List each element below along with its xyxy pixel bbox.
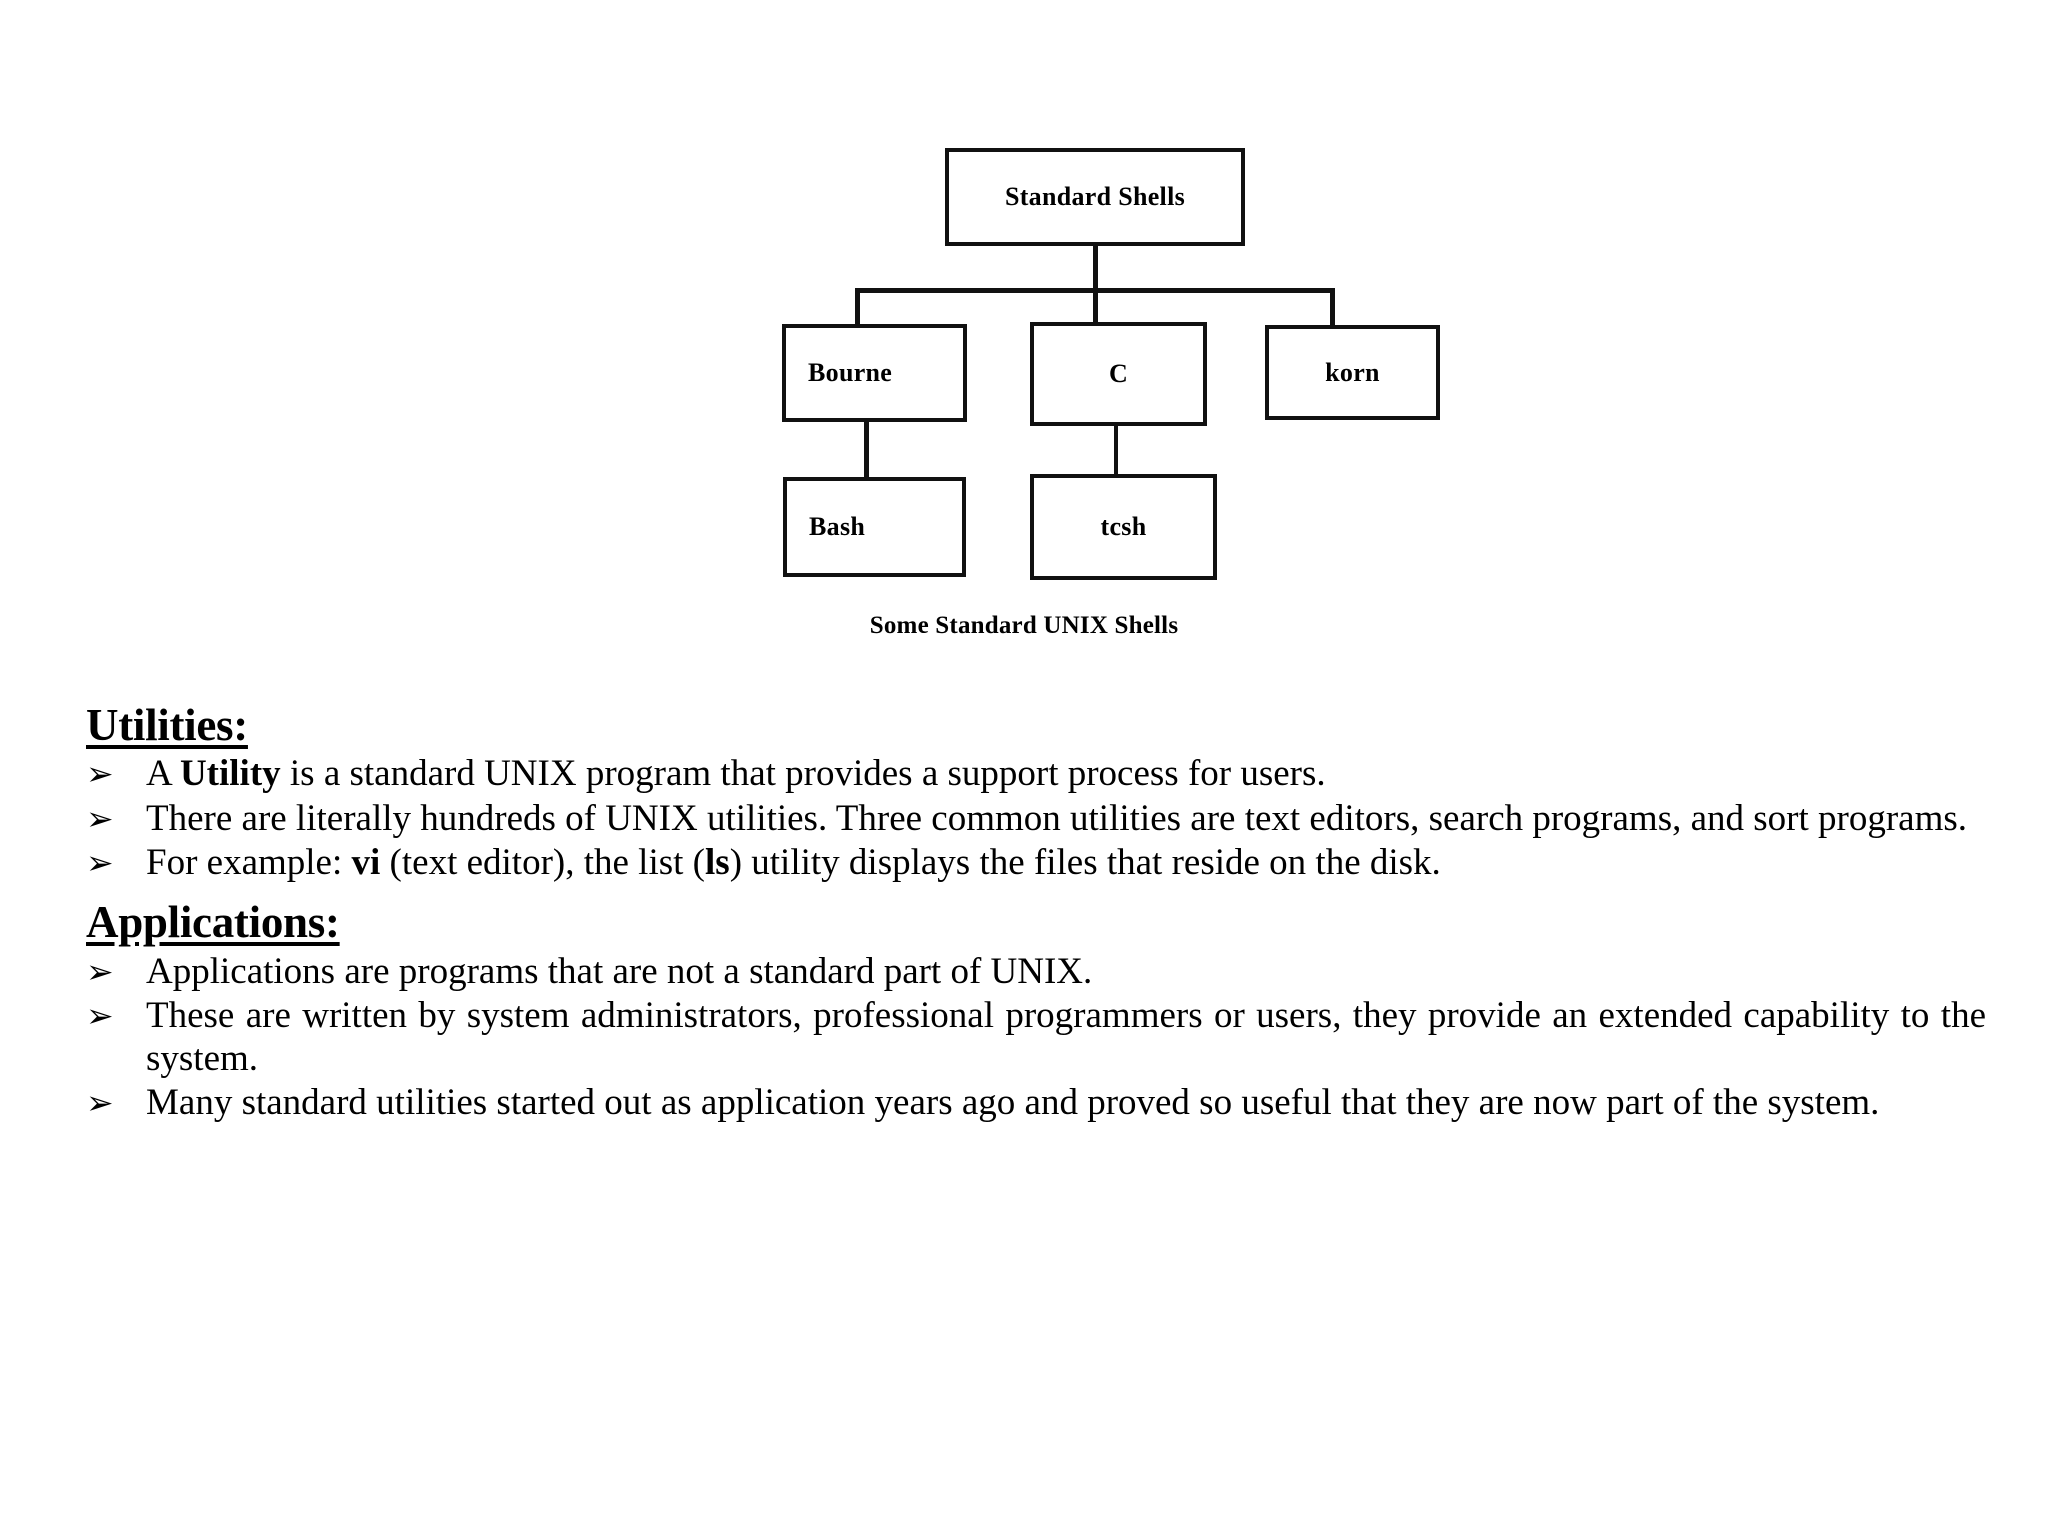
connector-to-bourne	[855, 288, 860, 328]
node-tcsh: tcsh	[1030, 474, 1217, 580]
bullet-text-emphasis: vi	[351, 841, 381, 883]
bullet-text-run: A	[146, 753, 180, 795]
node-standard-shells-label: Standard Shells	[1004, 182, 1186, 211]
bullet-item: ➢ Applications are programs that are not …	[86, 950, 1986, 993]
connector-to-c	[1093, 288, 1098, 326]
bullet-item: ➢ Many standard utilities started out as …	[86, 1081, 1986, 1124]
connector-root-stem	[1093, 246, 1098, 291]
bullet-text: There are literally hundreds of UNIX uti…	[146, 797, 1986, 840]
arrow-bullet-icon: ➢	[86, 1083, 114, 1123]
bullet-text-run: There are literally hundreds of UNIX uti…	[146, 797, 1968, 839]
bullet-text: A Utility is a standard UNIX program tha…	[146, 752, 1986, 795]
connector-to-korn	[1330, 288, 1335, 328]
bullet-text-run: ) utility displays the files that reside…	[729, 841, 1441, 883]
arrow-bullet-icon: ➢	[86, 754, 114, 794]
arrow-bullet-icon: ➢	[86, 995, 114, 1035]
connector-c-to-tcsh	[1114, 424, 1118, 478]
bullet-text-run: These are written by system administrato…	[146, 994, 1986, 1080]
connector-bourne-to-bash	[864, 420, 869, 480]
section-heading-applications: Applications:	[86, 897, 340, 948]
bullet-item: ➢ A Utility is a standard UNIX program th…	[86, 752, 1986, 795]
bullet-text-run: Many standard utilities started out as a…	[146, 1082, 1880, 1124]
arrow-bullet-icon: ➢	[86, 951, 114, 991]
arrow-bullet-icon: ➢	[86, 842, 114, 882]
node-bourne-label: Bourne	[808, 358, 893, 387]
bullet-text: For example: vi (text editor), the list …	[146, 841, 1986, 884]
bullet-text-run: (text editor), the list (	[380, 841, 705, 883]
node-korn: korn	[1265, 325, 1440, 420]
arrow-bullet-icon: ➢	[86, 798, 114, 838]
node-standard-shells: Standard Shells	[945, 148, 1245, 246]
node-tcsh-label: tcsh	[1100, 512, 1147, 541]
bullet-text: Applications are programs that are not a…	[146, 950, 1986, 993]
node-c: C	[1030, 322, 1207, 426]
bullet-text-run: For example:	[146, 841, 352, 883]
bullet-text-emphasis: Utility	[179, 753, 281, 795]
bullet-text: These are written by system administrato…	[146, 994, 1986, 1081]
node-bash: Bash	[783, 477, 966, 577]
node-c-label: C	[1108, 359, 1129, 388]
bullet-text-run: is a standard UNIX program that provides…	[280, 753, 1326, 795]
bullet-list-utilities: ➢ A Utility is a standard UNIX program th…	[86, 752, 1986, 884]
node-bourne: Bourne	[782, 324, 967, 422]
bullet-text-emphasis: ls	[705, 841, 730, 883]
bullet-text-run: Applications are programs that are not a…	[146, 950, 1093, 992]
bullet-item: ➢ These are written by system administrat…	[86, 994, 1986, 1081]
bullet-item: ➢ There are literally hundreds of UNIX ut…	[86, 797, 1986, 840]
node-korn-label: korn	[1325, 357, 1380, 387]
node-bash-label: Bash	[809, 512, 866, 541]
bullet-text: Many standard utilities started out as a…	[146, 1081, 1986, 1124]
bullet-item: ➢ For example: vi (text editor), the list…	[86, 841, 1986, 884]
bullet-list-applications: ➢ Applications are programs that are not …	[86, 950, 1986, 1125]
diagram-caption: Some Standard UNIX Shells	[869, 612, 1179, 639]
shell-hierarchy-diagram: Standard Shells Bourne C korn Bash tcsh …	[0, 0, 2048, 660]
slide-body: Utilities: ➢ A Utility is a standard UNIX…	[86, 700, 1986, 1126]
section-heading-utilities: Utilities:	[86, 700, 248, 750]
